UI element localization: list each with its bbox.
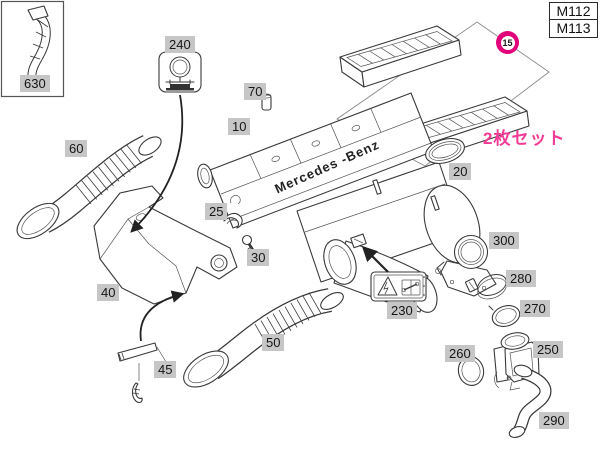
part-label-45: 45 bbox=[154, 361, 177, 378]
part-label-50: 50 bbox=[262, 334, 285, 351]
throttle-body-300 bbox=[435, 234, 497, 297]
part-label-10: 10 bbox=[228, 118, 251, 135]
air-hose-290 bbox=[508, 364, 552, 438]
seal-strip-45 bbox=[117, 342, 167, 381]
part-label-290: 290 bbox=[539, 412, 569, 429]
part-label-240: 240 bbox=[165, 36, 195, 53]
seal-ring-20 bbox=[425, 137, 465, 165]
hose-clamp-280 bbox=[465, 274, 507, 300]
part-label-20: 20 bbox=[449, 163, 472, 180]
engine-code-m113: M113 bbox=[549, 19, 598, 39]
air-filter-element-1 bbox=[339, 25, 462, 88]
set-note-text: 2枚セット bbox=[483, 129, 566, 148]
engine-code-m112: M112 bbox=[549, 2, 598, 21]
filter-callout-outline bbox=[336, 21, 550, 167]
part-label-270: 270 bbox=[520, 300, 550, 317]
arrow-45-to-cover bbox=[139, 290, 185, 342]
part-label-260: 260 bbox=[445, 345, 475, 362]
highlight-badge-number: 15 bbox=[500, 35, 515, 50]
part-label-70: 70 bbox=[244, 83, 267, 100]
part-label-40: 40 bbox=[97, 284, 120, 301]
part-label-630: 630 bbox=[20, 75, 50, 92]
housing-latch bbox=[350, 233, 367, 249]
part-label-280: 280 bbox=[506, 270, 536, 287]
intake-hose-60 bbox=[16, 135, 162, 240]
engine-code-table: M112 M113 bbox=[549, 2, 598, 39]
arrow-230-to-latch bbox=[361, 245, 389, 273]
clip-45 bbox=[131, 382, 143, 403]
intake-hose-50 bbox=[183, 288, 344, 388]
highlight-badge-15: 15 bbox=[496, 31, 519, 54]
clamp-ring-270 bbox=[488, 305, 521, 327]
part-label-250: 250 bbox=[533, 341, 563, 358]
arrow-240-to-cover bbox=[130, 94, 184, 233]
part-label-230: 230 bbox=[387, 302, 417, 319]
part-label-25: 25 bbox=[205, 203, 228, 220]
part-label-60: 60 bbox=[65, 140, 88, 157]
clip-25 bbox=[223, 195, 243, 229]
warning-plate-230 bbox=[370, 271, 427, 302]
part-label-30: 30 bbox=[247, 249, 270, 266]
part-label-300: 300 bbox=[489, 232, 519, 249]
clamp-240-icon bbox=[158, 51, 202, 93]
